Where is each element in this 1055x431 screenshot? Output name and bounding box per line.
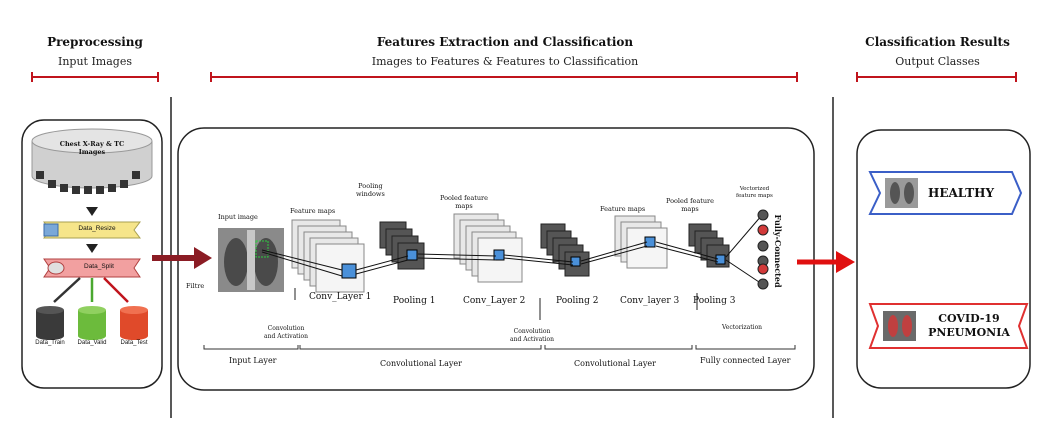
arrow-to-split [86,244,98,253]
stage-pool3: Pooling 3 [693,296,736,306]
feature-maps-stack-2 [453,213,523,283]
features-subtitle: Images to Features & Features to Classif… [371,55,639,68]
vectorized-label: Vectorized feature maps [736,186,773,199]
covid-banner-shape [868,303,1029,349]
database-icon [31,128,153,189]
split-label: Data_Split [84,263,114,270]
pooled-stack-2 [540,223,590,277]
conv3-window [644,236,656,248]
fully-connected-label: Fully-Connected [773,214,783,288]
preprocessing-subtitle: Input Images [57,55,132,68]
test-label: Data_Test [120,340,148,346]
conv1-window [341,263,357,279]
resize-label: Data_Resize [78,225,116,232]
conv2-window [493,249,505,261]
feature-maps-3-label: Feature maps [600,205,646,213]
class-healthy-label: HEALTHY [928,186,995,200]
feature-maps-stack-3 [614,215,668,269]
arrow-into-cnn-icon [152,247,212,269]
preprocessing-panel [21,119,163,389]
valid-label: Data_Valid [77,340,107,346]
layer-fc: Fully connected Layer [700,356,791,365]
split-banner [43,258,141,278]
stage-pool1: Pooling 1 [393,296,436,306]
input-xray-image [218,228,284,292]
stage-conv3: Conv_layer 3 [620,296,680,306]
xray-thumbnails [36,171,140,194]
layer-conv-b: Convolutional Layer [574,359,656,368]
filter-label: Filtre [186,282,205,290]
feature-maps-label: Feature maps [290,207,336,215]
arrow-to-resize [86,207,98,216]
class-covid-label: COVID-19 PNEUMONIA [928,312,1010,339]
database-label: Chest X-Ray & TC Images [59,140,125,156]
pool3-window [715,254,726,265]
layer-braces [203,345,796,350]
results-title: Classification Results [865,35,1010,49]
pool1-window [406,249,418,261]
pooled-feature-maps-label: Pooled feature maps [440,194,488,210]
input-image-label: Input image [218,213,258,221]
results-panel [856,129,1031,389]
pooling-window-label: Pooling windows [356,182,385,198]
conv-act-label-1: Convolution and Activation [264,325,308,340]
features-ruler [210,72,798,82]
pooled-feature-maps-3-label: Pooled feature maps [666,197,714,213]
output-cylinders [36,306,148,340]
vectorization-label: Vectorization [722,324,763,331]
fc-nodes [757,209,769,290]
layer-input: Input Layer [229,356,277,365]
healthy-banner-shape [868,171,1023,215]
resize-banner [43,221,141,239]
stage-conv2: Conv_Layer 2 [463,296,526,306]
conv-act-label-2: Convolution and Activation [510,328,554,343]
stage-pool2: Pooling 2 [556,296,599,306]
layer-conv-a: Convolutional Layer [380,359,462,368]
preprocessing-title: Preprocessing [47,35,143,49]
results-subtitle: Output Classes [895,55,980,68]
split-arrows [53,277,129,303]
features-title: Features Extraction and Classification [376,35,634,49]
feature-maps-stack-1 [291,219,365,293]
stage-ticks [294,288,698,320]
results-ruler [856,72,1017,82]
stage-conv1: Conv_Layer 1 [309,292,372,302]
train-label: Data_Train [35,340,65,346]
arrow-into-results-icon [797,251,855,273]
preprocessing-ruler [31,72,159,82]
connection-lines [261,214,763,285]
